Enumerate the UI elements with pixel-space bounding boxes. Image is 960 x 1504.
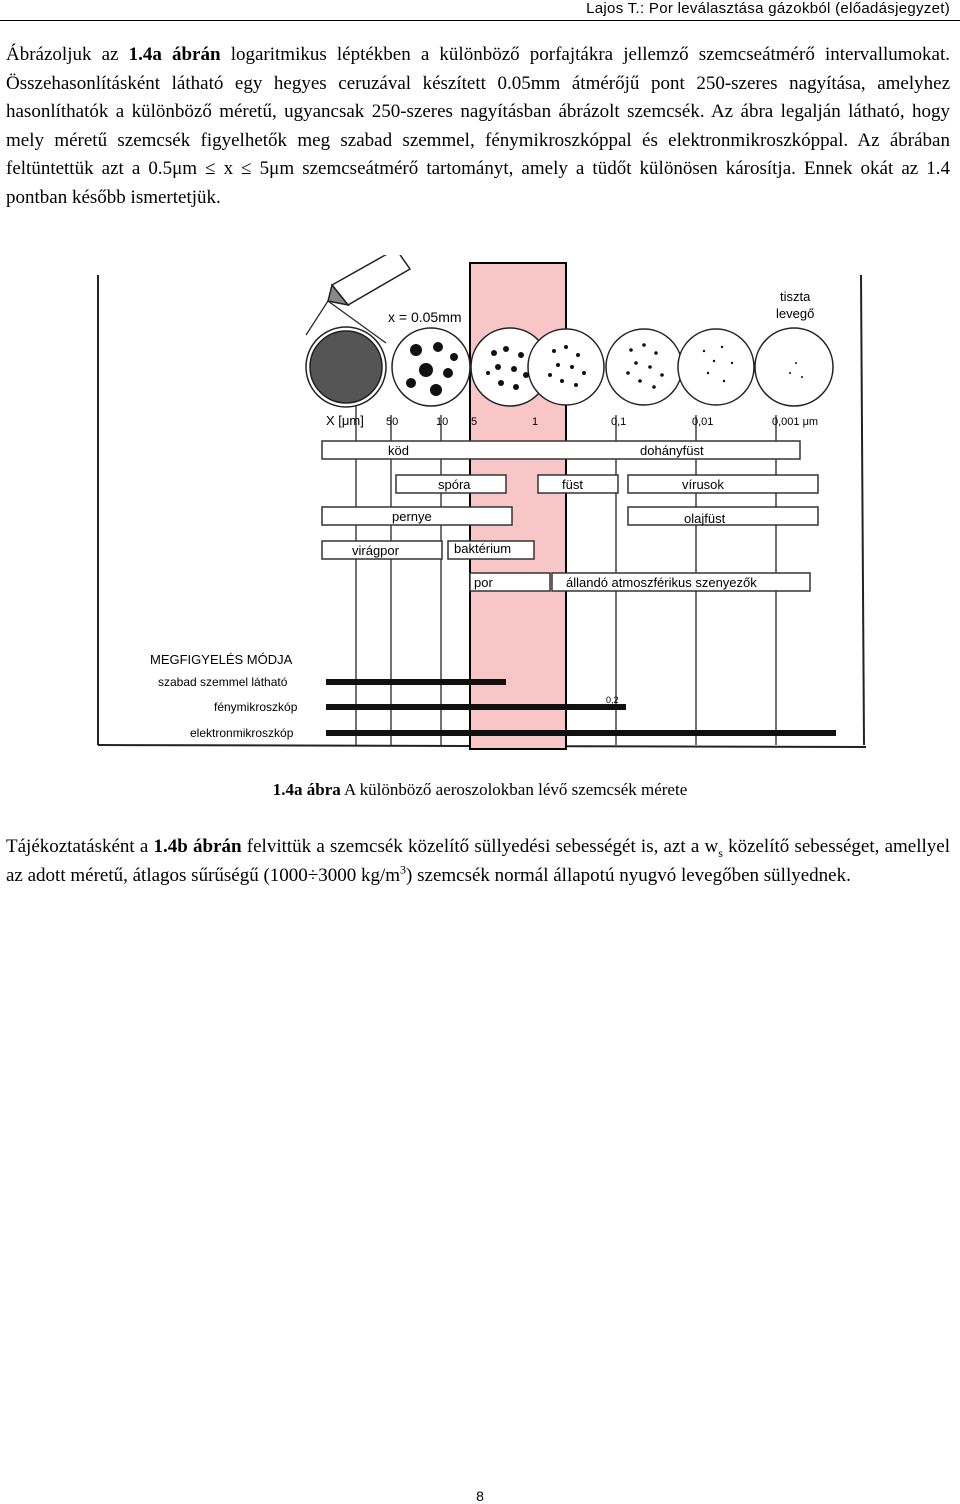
tick-5: 5 (471, 416, 477, 428)
page-number: 8 (0, 1488, 960, 1504)
observation-naked-eye: szabad szemmel látható (158, 675, 288, 689)
figure-reference: 1.4a ábrán (129, 44, 221, 65)
tick-50: 50 (386, 416, 398, 428)
bar-bakterium: baktérium (454, 541, 511, 556)
para1-text-a: Ábrázoljuk az (6, 44, 129, 65)
bar-viragpor: virágpor (352, 543, 400, 558)
caption-number: 1.4a ábra (273, 780, 341, 799)
running-header: Lajos T.: Por leválasztása gázokból (elő… (586, 0, 950, 17)
clean-air-label-2: levegő (776, 306, 814, 321)
header-rule (0, 20, 960, 21)
tick-1: 1 (532, 416, 538, 428)
bar-allando: állandó atmoszférikus szenyezők (566, 575, 757, 590)
observation-title: MEGFIGYELÉS MÓDJA (150, 652, 293, 667)
para2-text-b: felvittük a szemcsék közelítő süllyedési… (242, 836, 719, 857)
size-axis-label: X [μm] (326, 413, 364, 428)
pencil-icon (328, 255, 410, 305)
para1-text-b: logaritmikus léptékben a különböző porfa… (6, 44, 950, 208)
paragraph-intro: Ábrázoljuk az 1.4a ábrán logaritmikus lé… (6, 41, 950, 213)
tick-10: 10 (436, 416, 448, 428)
para2-text-a: Tájékoztatásként a (6, 836, 154, 857)
tick-0-1: 0,1 (611, 416, 626, 428)
observation-electron-microscope: elektronmikroszkóp (190, 726, 294, 740)
para2-text-d: ) szemcsék normál állapotú nyugvó levegő… (406, 865, 851, 886)
bar-spora: spóra (438, 477, 471, 492)
figure-reference-b: 1.4b ábrán (154, 836, 242, 857)
bar-dohanyfust: dohányfüst (640, 443, 704, 458)
figure-caption: 1.4a ábra A különböző aeroszolokban lévő… (0, 780, 960, 800)
bar-olajfust: olajfüst (684, 511, 726, 526)
particle-size-figure: x = 0.05mm tiszta levegő X [μm] 50 10 5 … (96, 255, 868, 755)
clean-air-label-1: tiszta (780, 289, 811, 304)
bar-pernye: pernye (392, 509, 432, 524)
bar-virusok: vírusok (682, 477, 724, 492)
caption-text: A különböző aeroszolokban lévő szemcsék … (341, 780, 688, 799)
bar-kod: köd (388, 443, 409, 458)
tick-0-001: 0,001 μm (772, 416, 818, 428)
pencil-dot-label: x = 0.05mm (388, 309, 462, 325)
paragraph-settling: Tájékoztatásként a 1.4b ábrán felvittük … (6, 833, 950, 890)
observation-limit: 0,2 (606, 695, 619, 705)
observation-light-microscope: fénymikroszkóp (214, 700, 298, 714)
bar-fust: füst (562, 477, 583, 492)
bar-por: por (474, 575, 493, 590)
magnified-particles (306, 327, 833, 407)
tick-0-01: 0,01 (692, 416, 713, 428)
